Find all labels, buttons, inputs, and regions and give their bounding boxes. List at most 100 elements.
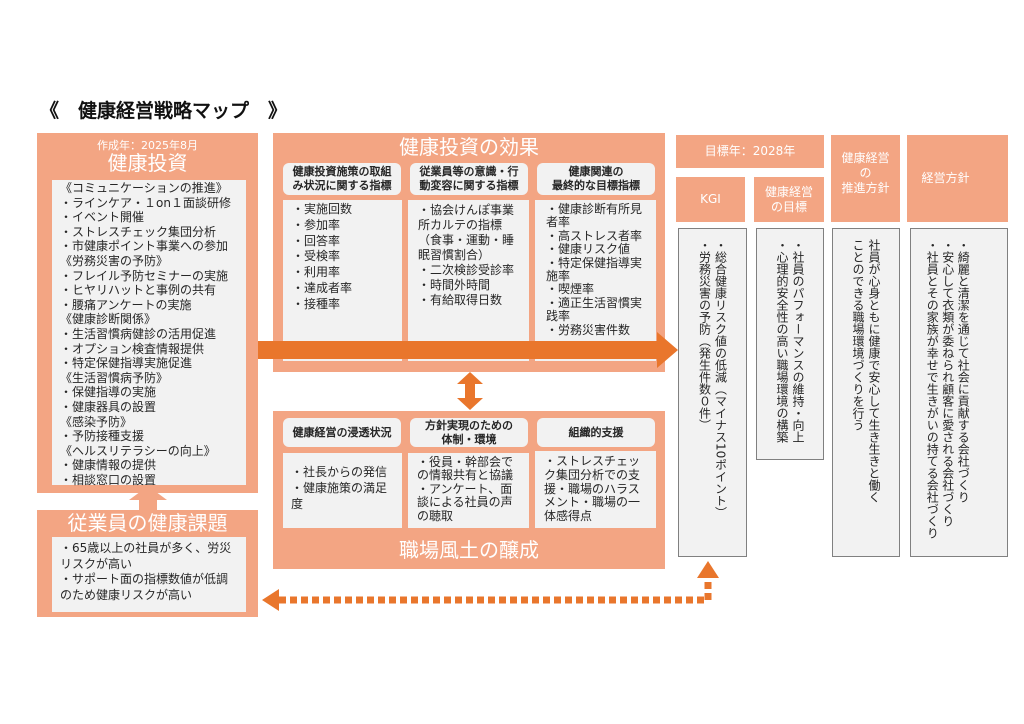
header-line: 従業員等の意識・行: [419, 165, 519, 178]
header-line: 動変容に関する指標: [419, 179, 519, 192]
list-item: ・労務災害件数: [546, 322, 631, 337]
management-label: 経営方針: [907, 135, 1008, 222]
policy-label-line: 健康経営: [841, 151, 890, 165]
effect-header-final-targets: 健康関連の 最終的な目標指標: [537, 163, 655, 195]
health-investment-title: 健康投資: [107, 151, 188, 175]
header-line: 体制・環境: [441, 432, 497, 446]
list-item: ・適正生活習慣実践率: [546, 295, 643, 324]
list-item: ・心理的安全性の高い職場環境の構築: [775, 239, 789, 443]
management-panel: ・綺麗と清潔を通じて社会に貢献する会社づくり ・安心して衣類が委ねられ顧客に愛さ…: [910, 228, 1008, 557]
header-line: 健康投資施策の取組: [292, 165, 392, 178]
list-item: ・保健指導の実施: [60, 385, 157, 400]
list-item: ・65歳以上の社員が多く、労災リスクが高い: [60, 541, 232, 571]
employee-health-issues-box: 従業員の健康課題 ・65歳以上の社員が多く、労災リスクが高い ・サポート面の指標…: [37, 510, 258, 617]
list-item: ・健康リスク値: [546, 242, 631, 257]
list-item: ・社長からの発信: [291, 465, 388, 479]
health-investment-box: 作成年：2025年8月 健康投資 《コミュニケーションの推進》 ・ラインケア・１…: [37, 133, 258, 493]
list-item: ・実施回数: [292, 202, 353, 216]
page-title: 《 健康経営戦略マップ 》: [40, 100, 288, 122]
kgi-panel: ・総合健康リスク値の低減（マイナス10ポイント） ・労務災害の予防（発生件数０件…: [678, 228, 747, 557]
kgi-label: KGI: [676, 177, 745, 222]
list-item: ・市健康ポイント事業への参加: [60, 239, 229, 254]
effect-list-final-targets: ・健康診断有所見者率 ・高ストレス者率 ・健康リスク値 ・特定保健指導実施率 ・…: [535, 200, 656, 361]
employee-health-issues-list: ・65歳以上の社員が多く、労災リスクが高い ・サポート面の指標数値が低調のため健…: [52, 537, 246, 612]
list-item: 《コミュニケーションの推進》: [60, 181, 228, 195]
list-item: ・健康情報の提供: [60, 458, 157, 473]
list-item: ・社員のパフォーマンスの維持・向上: [791, 239, 805, 443]
culture-header-support: 組織的支援: [537, 418, 655, 447]
investment-effect-title: 健康投資の効果: [399, 135, 539, 159]
objective-label-line: 健康経営: [764, 184, 813, 199]
header-line: 最終的な目標指標: [552, 179, 640, 192]
list-item: ・相談窓口の設置: [60, 472, 157, 487]
list-item: ・時間外時間: [418, 277, 491, 292]
policy-label: 健康経営 の 推進方針: [831, 135, 900, 222]
list-item: ・フレイル予防セミナーの実施: [60, 268, 229, 283]
kgi-text: ・総合健康リスク値の低減（マイナス10ポイント） ・労務災害の予防（発生件数０件…: [697, 239, 729, 544]
list-item: ・特定保健指導実施促進: [60, 356, 193, 371]
management-text: ・綺麗と清潔を通じて社会に貢献する会社づくり ・安心して衣類が委ねられ顧客に愛さ…: [924, 239, 970, 544]
list-item: ・アンケート、面談による社員の声の聴取: [417, 481, 513, 523]
workplace-culture-title: 職場風土の醸成: [399, 538, 539, 562]
investment-effect-box: 健康投資の効果 健康投資施策の取組 み状況に関する指標 従業員等の意識・行 動変…: [273, 133, 665, 372]
list-item: ・ラインケア・１on１面談研修: [60, 195, 231, 210]
list-item: ・有給取得日数: [418, 292, 503, 307]
header-line: 健康関連の: [568, 165, 624, 178]
header-line: み状況に関する指標: [292, 179, 392, 192]
list-item: ・利用率: [292, 265, 341, 280]
policy-label-line: の: [859, 166, 872, 180]
list-item: ・二次検診受診率: [418, 262, 515, 277]
employee-health-issues-title: 従業員の健康課題: [67, 511, 228, 535]
effect-header-behavior: 従業員等の意識・行 動変容に関する指標: [410, 163, 528, 195]
effect-list-behavior: ・協会けんぽ事業所カルテの指標（食事・運動・睡眠習慣割合） ・二次検診受診率 ・…: [408, 200, 529, 361]
created-date: 作成年：2025年8月: [97, 139, 198, 152]
list-item: ・喫煙率: [546, 282, 595, 297]
list-item: ・協会けんぽ事業所カルテの指標（食事・運動・睡眠習慣割合）: [418, 202, 515, 262]
culture-list-structure: ・役員・幹部会での情報共有と協議 ・アンケート、面談による社員の声の聴取: [408, 453, 529, 528]
policy-label-line: 推進方針: [841, 181, 890, 195]
culture-header-structure: 方針実現のための 体制・環境: [410, 418, 528, 447]
management-label-text: 経営方針: [921, 171, 970, 185]
list-item: ・役員・幹部会での情報共有と協議: [417, 455, 514, 483]
objective-panel: ・社員のパフォーマンスの維持・向上 ・心理的安全性の高い職場環境の構築: [756, 228, 824, 460]
dashed-arrow-left-head: [262, 589, 279, 611]
policy-text: 社員が心身ともに健康で安心して生き生きと働くことのできる職場環境づくりを行う: [850, 239, 882, 507]
policy-paragraph: 社員が心身ともに健康で安心して生き生きと働くことのできる職場環境づくりを行う: [851, 239, 881, 503]
dashed-feedback-arrow-line: [279, 578, 712, 604]
header-line: 方針実現のための: [425, 418, 513, 432]
list-item: ・高ストレス者率: [546, 228, 643, 243]
list-item: ・総合健康リスク値の低減（マイナス10ポイント）: [713, 239, 728, 519]
culture-list-penetration: ・社長からの発信 ・健康施策の満足度: [283, 453, 402, 528]
objective-label: 健康経営 の目標: [754, 177, 824, 222]
list-item: ・回答率: [292, 233, 341, 248]
list-item: ・ストレスチェック集団分析: [60, 224, 217, 239]
list-item: ・イベント開催: [60, 210, 145, 225]
list-item: 《労務災害の予防》: [60, 253, 169, 268]
policy-panel: 社員が心身ともに健康で安心して生き生きと働くことのできる職場環境づくりを行う: [832, 228, 900, 557]
header-line: 健康経営の浸透状況: [292, 425, 392, 439]
list-item: ・サポート面の指標数値が低調のため健康リスクが高い: [60, 572, 229, 602]
list-item: ・ヒヤリハットと事例の共有: [60, 283, 217, 298]
target-year-label: 目標年：2028年: [676, 135, 824, 168]
list-item: ・腰痛アンケートの実施: [60, 297, 192, 312]
objective-text: ・社員のパフォーマンスの維持・向上 ・心理的安全性の高い職場環境の構築: [774, 239, 806, 449]
list-item: 《健康診断関係》: [60, 312, 157, 327]
list-item: ・達成者率: [292, 280, 353, 295]
list-item: ・労務災害の予防（発生件数０件）: [697, 239, 712, 431]
culture-header-penetration: 健康経営の浸透状況: [283, 418, 401, 447]
list-item: ・健康診断有所見者率: [546, 202, 643, 230]
list-item: ・オプション検査情報提供: [60, 341, 205, 356]
list-item: ・安心して衣類が委ねられ顧客に愛される会社づくり: [940, 239, 955, 527]
list-item: ・ストレスチェック集団分析での支援・職場のハラスメント・職場の一体感得点: [544, 454, 641, 524]
list-item: ・生活習慣病健診の活用促進: [60, 326, 217, 341]
header-line: 組織的支援: [568, 425, 624, 439]
list-item: ・接種率: [292, 296, 341, 311]
list-item: ・参加率: [292, 217, 341, 232]
list-item: ・予防接種支援: [60, 429, 145, 444]
target-year-text: 目標年：2028年: [704, 144, 796, 158]
dashed-arrow-up-head: [697, 561, 719, 578]
list-item: 《感染予防》: [60, 414, 133, 429]
objective-label-line: の目標: [770, 199, 807, 214]
list-item: ・社員とその家族が幸せで生きがいの持てる会社づくり: [925, 239, 940, 539]
effect-header-initiatives: 健康投資施策の取組 み状況に関する指標: [283, 163, 401, 195]
